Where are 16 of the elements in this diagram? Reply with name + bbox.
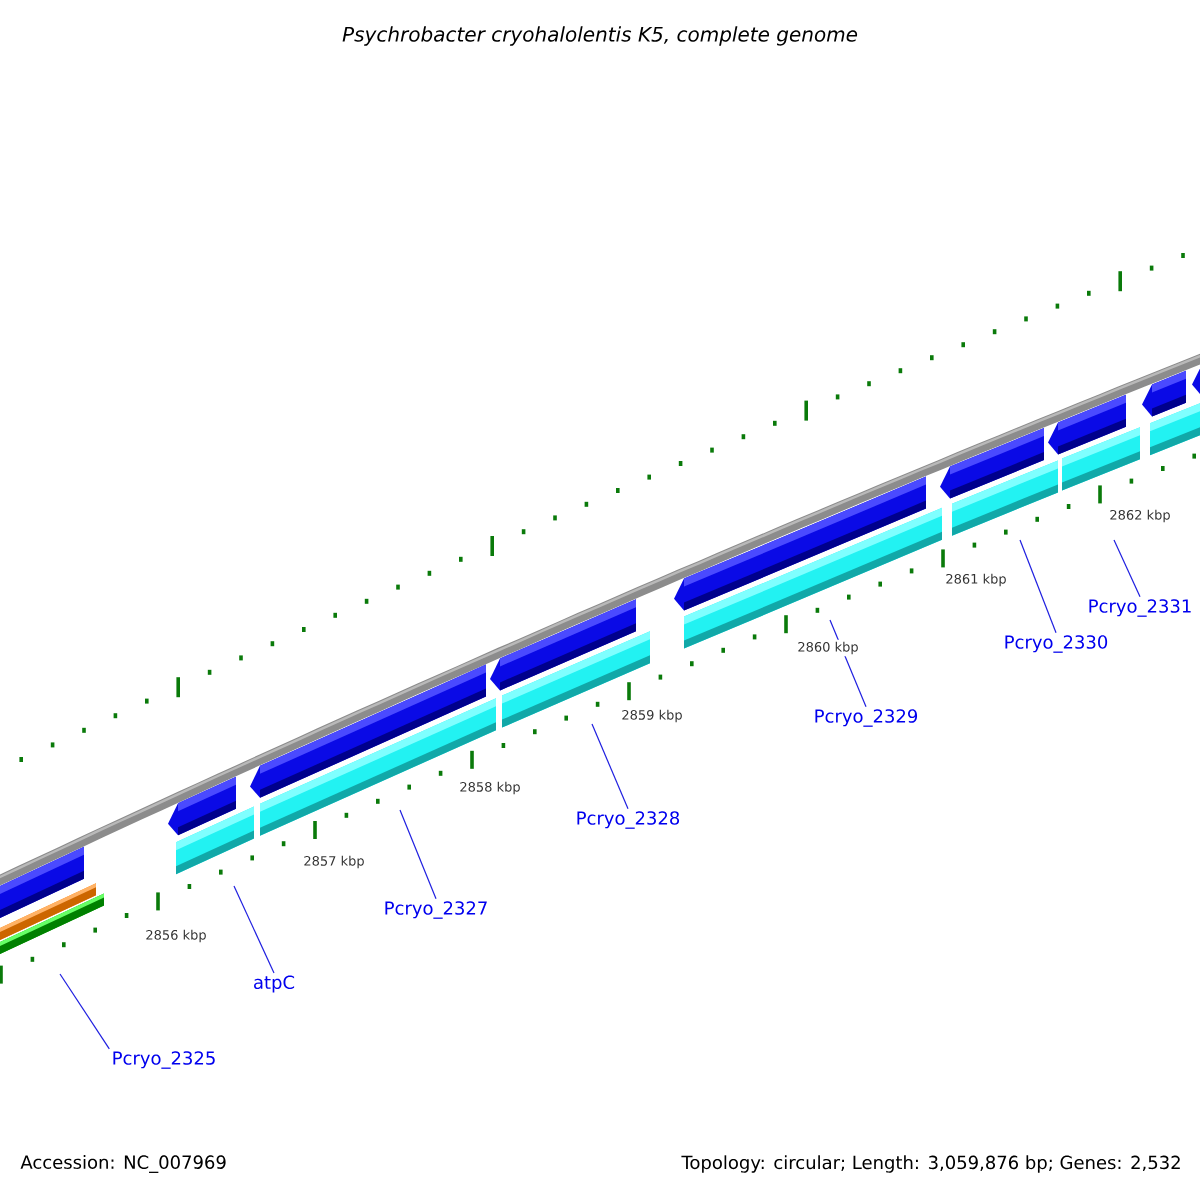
gene-label: Pcryo_2330: [1005, 635, 1108, 653]
leader-line: [59, 973, 110, 1050]
leader-line: [1113, 539, 1141, 598]
leader-line: [233, 885, 275, 974]
leader-line: [1019, 539, 1057, 634]
gene-label: Pcryo_2331: [1089, 599, 1191, 617]
leader-line: [399, 809, 437, 900]
gene-label: Pcryo_2325: [113, 1051, 215, 1069]
gene-label: Pcryo_2328: [577, 811, 680, 829]
title: Psychrobacter cryohalolentis K5, complete genome: [342, 26, 858, 46]
gene-label: Pcryo_2327: [385, 901, 487, 919]
gene-label: atpC: [254, 975, 295, 993]
accession-text: Accession: NC_007969: [20, 1155, 226, 1173]
gene-label: Pcryo_2329: [815, 709, 918, 727]
genome-info-text: Topology: circular; Length: 3,059,876 bp; Genes: 2,532: [681, 1155, 1180, 1173]
leader-line: [591, 723, 629, 810]
